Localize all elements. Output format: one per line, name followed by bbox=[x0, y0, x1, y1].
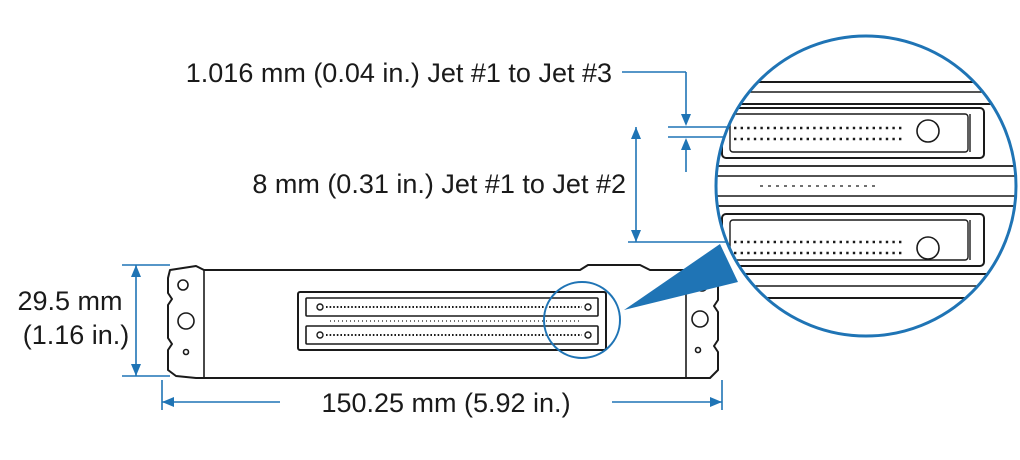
height-label-mm: 29.5 mm bbox=[17, 286, 122, 316]
callout-source-circle bbox=[543, 281, 621, 359]
jet12-arrow-up bbox=[631, 127, 641, 139]
width-arrow-left bbox=[162, 397, 174, 407]
callout-wedge bbox=[624, 244, 738, 310]
jet13-label: 1.016 mm (0.04 in.) Jet #1 to Jet #3 bbox=[186, 58, 612, 88]
jet13-arrow-up bbox=[681, 138, 691, 150]
nozzle-plate bbox=[297, 291, 607, 351]
height-dimension bbox=[122, 264, 170, 377]
left-mount bbox=[177, 279, 195, 356]
width-arrow-right bbox=[710, 397, 722, 407]
width-label: 150.25 mm (5.92 in.) bbox=[321, 388, 570, 418]
height-arrow-up bbox=[131, 265, 141, 277]
jet13-arrow-down bbox=[681, 114, 691, 126]
width-dimension bbox=[161, 380, 723, 410]
height-label-in: (1.16 in.) bbox=[23, 320, 130, 350]
jet12-label: 8 mm (0.31 in.) Jet #1 to Jet #2 bbox=[252, 169, 626, 199]
jet12-arrow-down bbox=[631, 230, 641, 242]
magnified-view bbox=[714, 34, 1018, 338]
height-arrow-down bbox=[131, 364, 141, 376]
